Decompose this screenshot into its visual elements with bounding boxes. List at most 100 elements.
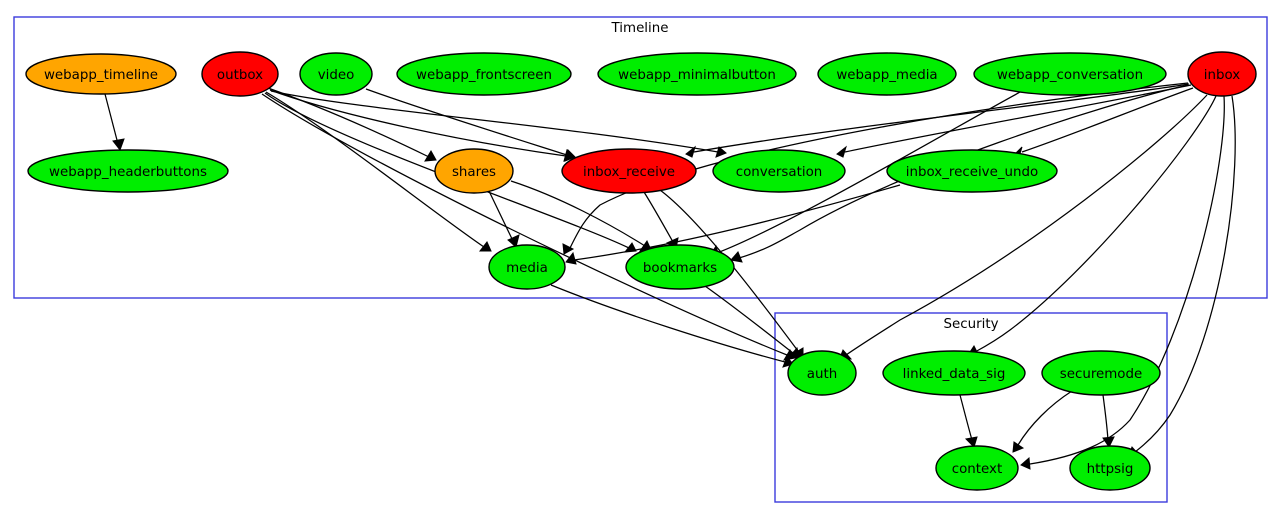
edge-inbox-to-inbox_receive	[685, 83, 1190, 158]
node-bookmarks[interactable]: bookmarks	[625, 244, 735, 290]
edge-inbox-to-bookmarks	[730, 84, 1189, 263]
arrowhead-icon	[1020, 456, 1031, 470]
edge-line	[974, 95, 1217, 353]
edge-webapp_timeline-to-webapp_headerbuttons	[104, 93, 125, 152]
node-shape-video[interactable]	[299, 52, 373, 96]
node-context[interactable]: context	[935, 445, 1019, 491]
arrowhead-icon	[564, 149, 576, 162]
cluster-timeline: Timeline	[13, 16, 1268, 299]
node-shape-webapp_timeline[interactable]	[25, 53, 177, 95]
cluster-box-timeline	[13, 16, 1268, 299]
arrowhead-icon	[1012, 441, 1025, 453]
node-shape-inbox_receive[interactable]	[561, 148, 697, 194]
node-shape-webapp_headerbuttons[interactable]	[27, 149, 229, 193]
node-label-webapp_media: webapp_media	[836, 68, 937, 83]
edge-securemode-to-httpsig	[1102, 394, 1115, 448]
node-label-shares: shares	[452, 165, 496, 180]
node-label-inbox_receive: inbox_receive	[583, 165, 675, 180]
edge-inbox_receive_undo-to-media	[565, 184, 901, 265]
arrowhead-icon	[562, 243, 575, 255]
node-shape-context[interactable]	[935, 445, 1019, 491]
edge-bookmarks-to-auth	[704, 285, 801, 359]
node-label-webapp_headerbuttons: webapp_headerbuttons	[49, 165, 207, 180]
edge-line	[1017, 390, 1073, 446]
node-webapp_media[interactable]: webapp_media	[817, 52, 957, 96]
node-webapp_headerbuttons[interactable]: webapp_headerbuttons	[27, 149, 229, 193]
edge-shares-to-media	[488, 190, 520, 248]
node-auth[interactable]: auth	[787, 350, 857, 396]
edge-line	[510, 180, 646, 247]
edge-inbox-to-inbox_receive_undo	[1013, 87, 1194, 158]
node-inbox_receive[interactable]: inbox_receive	[561, 148, 697, 194]
node-shape-inbox_receive_undo[interactable]	[886, 149, 1058, 193]
node-label-securemode: securemode	[1060, 367, 1143, 382]
arrowhead-icon	[685, 145, 696, 158]
arrowhead-icon	[565, 251, 577, 265]
edge-line	[104, 93, 119, 145]
node-shape-webapp_media[interactable]	[817, 52, 957, 96]
node-outbox[interactable]: outbox	[201, 51, 279, 97]
node-shape-bookmarks[interactable]	[625, 244, 735, 290]
node-label-conversation: conversation	[736, 165, 823, 180]
node-label-linked_data_sig: linked_data_sig	[903, 367, 1006, 382]
edge-line	[704, 285, 794, 354]
edge-inbox-to-conversation	[836, 84, 1192, 158]
node-shape-auth[interactable]	[787, 350, 857, 396]
node-label-context: context	[952, 462, 1002, 477]
node-shape-linked_data_sig[interactable]	[882, 350, 1026, 396]
edge-line	[959, 394, 973, 441]
edge-line	[643, 191, 674, 243]
node-label-outbox: outbox	[217, 68, 263, 83]
arrowhead-icon	[730, 251, 743, 263]
node-label-webapp_frontscreen: webapp_frontscreen	[416, 68, 552, 83]
node-shape-inbox[interactable]	[1187, 51, 1257, 97]
node-shape-media[interactable]	[488, 244, 566, 290]
node-shape-securemode[interactable]	[1041, 350, 1161, 396]
node-shape-webapp_minimalbutton[interactable]	[597, 52, 797, 96]
node-shape-webapp_frontscreen[interactable]	[396, 52, 572, 96]
edge-line	[693, 83, 1190, 153]
arrowhead-icon	[112, 138, 125, 152]
node-inbox_receive_undo[interactable]: inbox_receive_undo	[886, 149, 1058, 193]
edge-line	[488, 190, 514, 242]
node-media[interactable]: media	[488, 244, 566, 290]
edge-outbox-to-shares	[267, 87, 437, 162]
edge-line	[267, 87, 430, 158]
node-label-httpsig: httpsig	[1087, 462, 1134, 477]
cluster-box-security	[774, 312, 1168, 503]
node-label-auth: auth	[807, 367, 837, 382]
edge-line	[269, 89, 567, 157]
node-shares[interactable]: shares	[434, 148, 514, 194]
node-webapp_conversation[interactable]: webapp_conversation	[973, 52, 1167, 96]
edge-line	[265, 91, 485, 248]
node-video[interactable]: video	[299, 52, 373, 96]
edge-line	[1021, 87, 1194, 153]
node-inbox[interactable]: inbox	[1187, 51, 1257, 97]
node-shape-httpsig[interactable]	[1069, 445, 1151, 491]
edge-line	[550, 284, 786, 363]
node-securemode[interactable]: securemode	[1041, 350, 1161, 396]
edge-line	[270, 90, 719, 153]
node-shape-shares[interactable]	[434, 148, 514, 194]
node-conversation[interactable]: conversation	[712, 149, 846, 193]
node-shape-webapp_conversation[interactable]	[973, 52, 1167, 96]
node-shape-outbox[interactable]	[201, 51, 279, 97]
arrowhead-icon	[1102, 436, 1115, 448]
node-httpsig[interactable]: httpsig	[1069, 445, 1151, 491]
node-shape-conversation[interactable]	[712, 149, 846, 193]
node-webapp_timeline[interactable]: webapp_timeline	[25, 53, 177, 95]
cluster-label-timeline: Timeline	[611, 21, 669, 36]
node-label-inbox_receive_undo: inbox_receive_undo	[906, 165, 1038, 180]
arrowhead-icon	[507, 234, 520, 248]
node-webapp_frontscreen[interactable]: webapp_frontscreen	[396, 52, 572, 96]
edge-line	[1029, 95, 1225, 465]
cluster-security: Security	[774, 312, 1168, 503]
node-webapp_minimalbutton[interactable]: webapp_minimalbutton	[597, 52, 797, 96]
node-linked_data_sig[interactable]: linked_data_sig	[882, 350, 1026, 396]
edge-securemode-to-context	[1012, 390, 1073, 453]
edge-line	[365, 88, 568, 156]
arrowhead-icon	[836, 145, 847, 158]
node-label-webapp_conversation: webapp_conversation	[997, 68, 1143, 83]
